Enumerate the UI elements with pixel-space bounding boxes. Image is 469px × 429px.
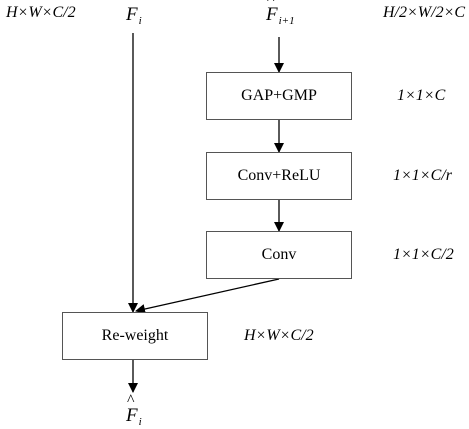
input-fi1-sub: i+1 [278,15,295,27]
gap-gmp-label: GAP+GMP [241,87,317,104]
conv-label: Conv [261,246,297,263]
output-base: F [126,405,138,426]
reweight-label: Re-weight [101,327,169,344]
arrow-conv-to-reweight [135,278,280,314]
input-dims-right: H/2×W/2×C [383,4,466,21]
gap-gmp-dims: 1×1×C [397,87,446,104]
output-sub: i [138,416,142,428]
conv-relu-label: Conv+ReLU [237,167,321,184]
gap-gmp-box: GAP+GMP [206,72,352,120]
input-dims-left: H×W×C/2 [6,4,76,21]
input-fi1-base: F [266,4,278,25]
output-hat: ^ [127,392,135,409]
conv-box: Conv [206,231,352,279]
reweight-dims: H×W×C/2 [244,327,314,344]
input-fi-base: F [126,4,138,25]
input-fi1-hat: ^ [267,0,275,9]
conv-relu-dims: 1×1×C/r [393,167,452,184]
output-fi-symbol: ^ Fi [126,392,142,428]
reweight-box: Re-weight [62,312,208,360]
input-fi1-symbol: ^ Fi+1 [266,0,295,27]
conv-relu-box: Conv+ReLU [206,152,352,200]
conv-dims: 1×1×C/2 [393,246,454,263]
input-fi-sub: i [138,15,142,27]
input-fi-symbol: Fi [126,4,142,27]
